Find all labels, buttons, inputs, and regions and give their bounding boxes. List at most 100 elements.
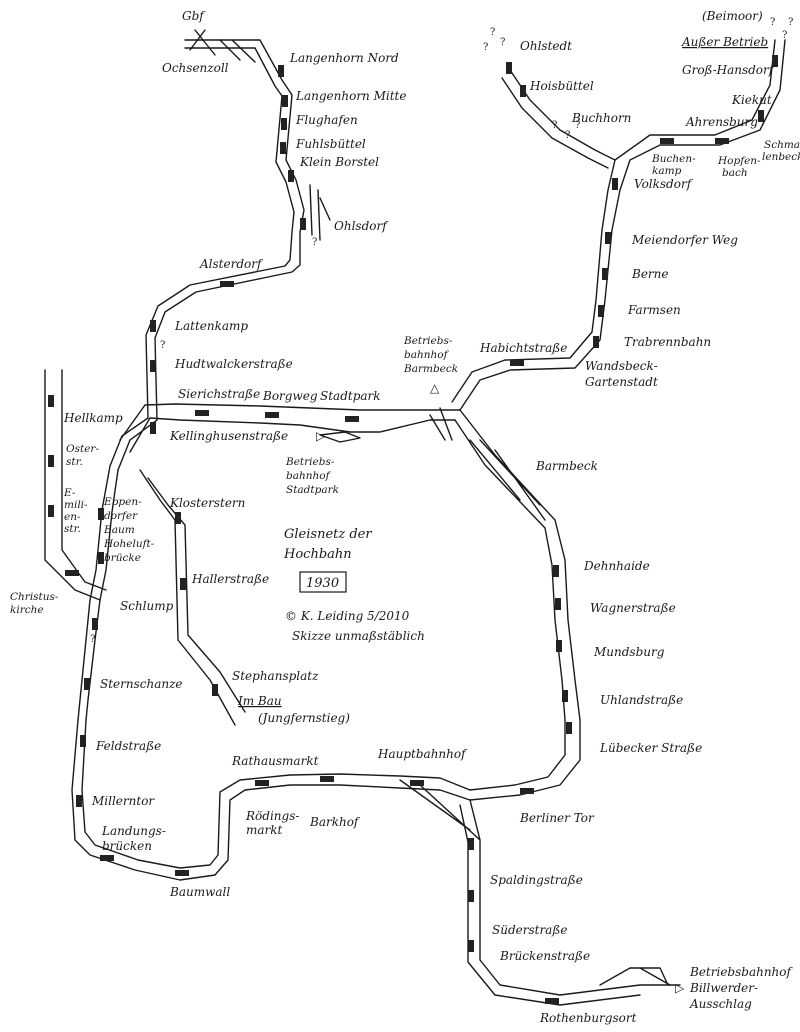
- track-eimsbuettel-2: [61, 369, 107, 591]
- track-ring-south: [71, 719, 471, 881]
- label-volksdorf: Volksdorf: [634, 177, 694, 191]
- label-gbf: Gbf: [182, 9, 206, 23]
- track-gbf-sidings: [189, 29, 256, 63]
- label-eppendorfer-baum-1: Eppen-: [103, 496, 142, 508]
- question-mark: ?: [575, 120, 580, 131]
- label-beimoor: (Beimoor): [702, 9, 763, 23]
- platform-hauptbahnhof: [410, 780, 424, 786]
- platform-sternschanze: [84, 678, 90, 690]
- label-hudtwalckerstrasse: Hudtwalckerstraße: [174, 357, 293, 371]
- track-ring-south-2: [81, 719, 471, 869]
- bbf-barmbeck-marker: △: [430, 381, 440, 395]
- station-labels: Gbf Ochsenzoll Langenhorn Nord Langenhor…: [10, 9, 800, 1025]
- track-hbf-sidings: [399, 779, 481, 841]
- label-alsterdorf: Alsterdorf: [199, 257, 264, 271]
- label-ausser-betrieb: Außer Betrieb: [681, 35, 768, 49]
- track-bbf-stadtpark: [319, 431, 361, 443]
- track-network: [44, 29, 786, 1006]
- label-bbf-stadtpark-1: Betriebs-: [285, 456, 335, 468]
- label-hauptbahnhof: Hauptbahnhof: [377, 747, 468, 761]
- platform-sierichstrasse: [195, 410, 209, 416]
- label-hallerstrasse: Hallerstraße: [191, 572, 269, 586]
- platform-langenhorn-mitte: [282, 95, 288, 107]
- label-meiendorfer-weg: Meiendorfer Weg: [631, 233, 738, 247]
- label-emilienstr-2: mili-: [64, 499, 88, 511]
- platform-alsterdorf: [220, 281, 234, 287]
- platform-berne: [602, 268, 608, 280]
- track-billwerder-depot: [599, 967, 671, 986]
- platform-fuhlsbuettel: [280, 142, 286, 154]
- label-hoheluft-1: Hoheluft-: [103, 538, 155, 550]
- platform-uhlandstrasse: [562, 690, 568, 702]
- label-landungsbruecken-2: brücken: [102, 839, 152, 853]
- platform-millerntor: [76, 795, 82, 807]
- title-year: 1930: [306, 576, 339, 591]
- platform-emilienstr: [48, 505, 54, 517]
- label-hopfenbach-1: Hopfen-: [717, 155, 761, 167]
- platform-lattenkamp: [150, 320, 156, 332]
- track-walddoerfer: [459, 39, 786, 411]
- label-christuskirche-1: Christus-: [10, 591, 59, 603]
- label-stephansplatz: Stephansplatz: [232, 669, 319, 683]
- platform-wagnerstrasse: [555, 598, 561, 610]
- title-line-2: Hochbahn: [283, 547, 352, 562]
- label-christuskirche-2: kirche: [10, 604, 44, 616]
- question-mark: ?: [788, 17, 793, 28]
- platform-eppendorfer-baum: [98, 508, 104, 520]
- question-mark: ?: [312, 237, 317, 248]
- platform-hellkamp: [48, 395, 54, 407]
- platform-roedingsmarkt: [255, 780, 269, 786]
- question-mark: ?: [552, 120, 557, 131]
- unknown-marks: ? ? ? ? ? ? ? ? ? ? ? ?: [90, 17, 793, 645]
- track-rothenburgsort: [469, 799, 681, 996]
- label-suederstrasse: Süderstraße: [492, 923, 567, 937]
- label-stadtpark: Stadtpark: [320, 389, 381, 403]
- label-bbf-barmbeck-3: Barmbeck: [403, 363, 458, 375]
- label-jungfernstieg: (Jungfernstieg): [258, 711, 350, 725]
- platform-volksdorf: [612, 178, 618, 190]
- track-ring-north-2: [129, 417, 456, 453]
- label-farmsen: Farmsen: [627, 303, 681, 317]
- platform-buchenkamp: [660, 138, 674, 144]
- label-hellkamp: Hellkamp: [63, 411, 123, 425]
- track-eimsbuettel: [44, 369, 101, 601]
- label-ohlstedt: Ohlstedt: [520, 39, 572, 53]
- label-osterstr-2: str.: [66, 456, 83, 468]
- platform-osterstr: [48, 455, 54, 467]
- platform-spaldingstrasse: [468, 838, 474, 850]
- label-klein-borstel: Klein Borstel: [299, 155, 379, 169]
- track-ring-north: [119, 403, 461, 441]
- label-buchenkamp-2: kamp: [652, 165, 682, 177]
- label-millerntor: Millerntor: [91, 794, 155, 808]
- platform-marks: [48, 55, 778, 1004]
- bbf-billwerder-marker: ▷: [675, 981, 685, 995]
- track-kelljung-2: [147, 477, 246, 713]
- track-barmbeck-sidings: [429, 407, 546, 521]
- track-ohlstedt-2: [501, 77, 609, 169]
- label-mundsburg: Mundsburg: [593, 645, 665, 659]
- platform-schmalenbeck: [758, 110, 764, 122]
- label-bbf-stadtpark-2: bahnhof: [286, 470, 332, 482]
- platform-baumwall: [175, 870, 189, 876]
- platform-hoisbuettel: [520, 85, 526, 97]
- platform-langenhorn-nord: [278, 65, 284, 77]
- platform-meiendorfer-weg: [605, 232, 611, 244]
- label-bbf-billwerder-3: Ausschlag: [689, 997, 752, 1011]
- platform-hudtwalckerstrasse: [150, 360, 156, 372]
- track-ochsenzoll-ohlsdorf-2: [109, 47, 295, 467]
- platform-wandsbeck-gartenstadt: [593, 336, 599, 348]
- label-kellinghusenstrasse: Kellinghusenstraße: [169, 429, 288, 443]
- platform-luebecker-strasse: [566, 722, 572, 734]
- label-landungsbruecken-1: Landungs-: [101, 824, 166, 838]
- label-borgweg: Borgweg: [262, 389, 318, 403]
- question-mark: ?: [500, 37, 505, 48]
- label-spaldingstrasse: Spaldingstraße: [490, 873, 583, 887]
- label-ochsenzoll: Ochsenzoll: [162, 61, 229, 75]
- label-hoisbuettel: Hoisbüttel: [529, 79, 594, 93]
- title-block: Gleisnetz der Hochbahn 1930 © K. Leiding…: [283, 527, 425, 643]
- platform-suederstrasse: [468, 890, 474, 902]
- label-sternschanze: Sternschanze: [100, 677, 183, 691]
- label-klosterstern: Klosterstern: [169, 496, 245, 510]
- label-fuhlsbuettel: Fuhlsbüttel: [295, 137, 366, 151]
